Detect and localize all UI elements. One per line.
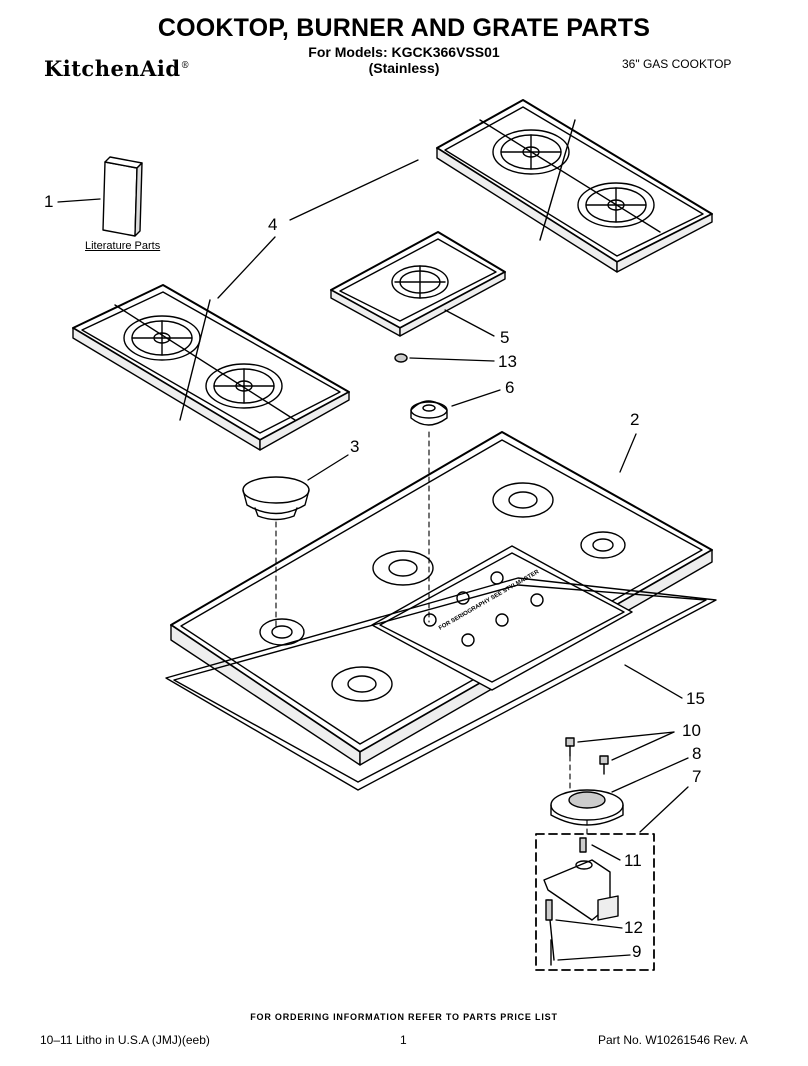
cooktop-main-top: FOR SERIOGRAPHY SEE STYLMASTER	[170, 431, 713, 766]
grate-large-left	[72, 284, 350, 451]
callout-13: 13	[498, 352, 517, 371]
brand-name: KitchenAid	[44, 56, 181, 81]
callout-10: 10	[682, 721, 701, 740]
models-line: For Models: KGCK366VSS01	[308, 44, 500, 60]
alignment-dashes	[275, 431, 588, 839]
callout-5: 5	[500, 328, 510, 347]
callout-15: 15	[686, 689, 705, 708]
ordering-note: FOR ORDERING INFORMATION REFER TO PARTS …	[250, 1012, 558, 1022]
mounting-screws	[565, 737, 609, 775]
page-number: 1	[400, 1033, 407, 1047]
finish-line: (Stainless)	[368, 60, 440, 76]
callout-8: 8	[692, 744, 702, 763]
model-info: For Models: KGCK366VSS01 (Stainless)	[0, 44, 808, 76]
callout-9: 9	[632, 942, 642, 961]
literature-parts-label: Literature Parts	[85, 240, 161, 252]
literature-booklet	[102, 156, 143, 237]
callout-11: 11	[624, 851, 642, 870]
burner-cap-small	[410, 400, 448, 426]
callout-4: 4	[268, 215, 278, 234]
litho-line: 10–11 Litho in U.S.A (JMJ)(eeb)	[40, 1033, 210, 1047]
page-title: COOKTOP, BURNER AND GRATE PARTS	[157, 14, 651, 42]
cooktop-gasket	[165, 577, 717, 791]
callout-2: 2	[630, 410, 640, 429]
grate-small-center	[330, 231, 506, 337]
product-type: 36" GAS COOKTOP	[622, 57, 732, 71]
brand-mark: ®	[180, 61, 191, 71]
burner-cap-large	[242, 476, 310, 521]
burner-assembly-box	[535, 833, 655, 971]
grate-bumper	[394, 353, 408, 363]
callout-6: 6	[505, 378, 515, 397]
part-number: Part No. W10261546 Rev. A	[598, 1033, 748, 1047]
callout-1: 1	[44, 192, 54, 211]
grate-large-right	[436, 99, 713, 273]
callout-3: 3	[350, 437, 360, 456]
brand-logo: KitchenAid®	[44, 56, 190, 81]
callout-12: 12	[624, 918, 643, 937]
leader-lines	[57, 159, 689, 961]
callout-7: 7	[692, 767, 702, 786]
